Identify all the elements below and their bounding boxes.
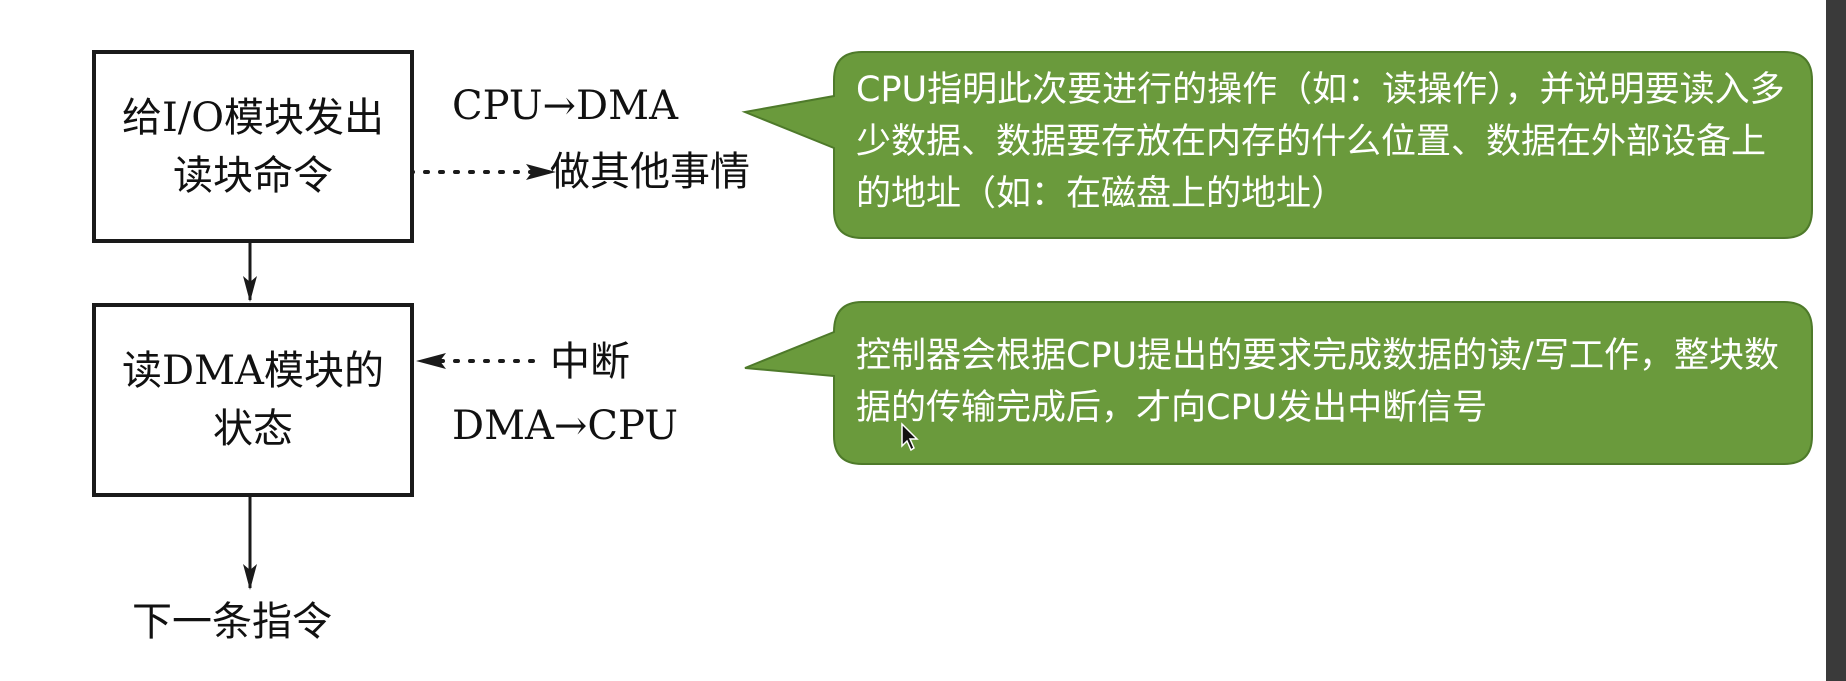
callout-top-shape — [741, 51, 1813, 239]
process-box-issue-read-text: 给I/O模块发出读块命令 — [121, 94, 385, 199]
label-do-other-things: 做其他事情 — [550, 149, 750, 195]
callout-bottom-shape — [744, 301, 1813, 465]
callout-top-text: CPU指明此次要进行的操作（如：读操作），并说明要读入多少数据、数据要存放在内存… — [856, 70, 1785, 214]
label-cpu-to-dma: CPU→DMA — [452, 83, 678, 129]
callout-bottom-text: 控制器会根据CPU提出的要求完成数据的读/写工作，整块数据的传输完成后，才向CP… — [856, 336, 1779, 428]
window-edge — [1826, 0, 1846, 681]
label-dma-to-cpu: DMA→CPU — [452, 403, 678, 449]
label-interrupt: 中断 — [550, 339, 630, 385]
process-box-issue-read: 给I/O模块发出读块命令 — [92, 50, 414, 243]
label-next-instruction: 下一条指令 — [132, 599, 332, 645]
process-box-read-status: 读DMA模块的状态 — [92, 303, 414, 497]
mouse-cursor-icon — [901, 422, 919, 452]
process-box-read-status-text: 读DMA模块的状态 — [122, 348, 384, 452]
dotted-arrow-other-head — [526, 164, 556, 180]
dotted-arrow-interrupt-head — [416, 353, 446, 369]
